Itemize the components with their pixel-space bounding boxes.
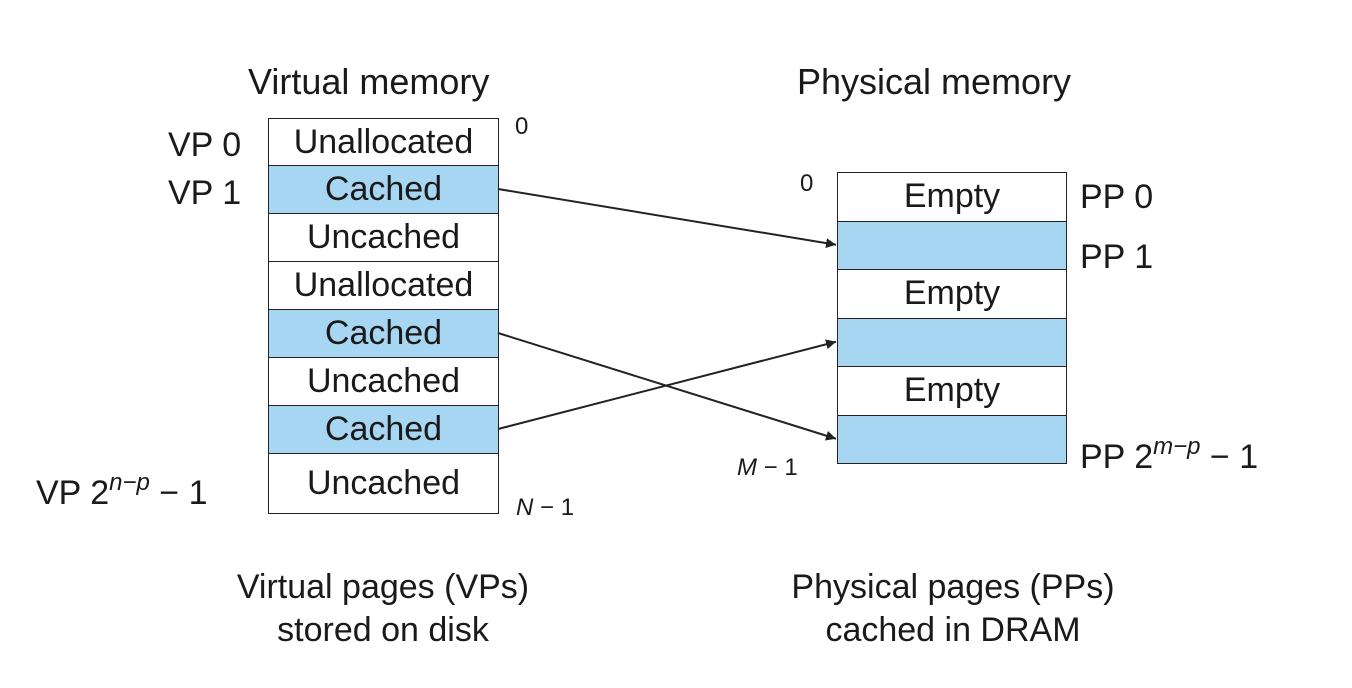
physical-caption: Physical pages (PPs) cached in DRAM (791, 568, 1115, 649)
vp-page-1: Cached (269, 166, 498, 214)
mapping-arrow-vp1-pp1 (497, 188, 837, 249)
vp0-label: VP 0 (168, 126, 242, 164)
pp-last-label: PP 2m−p − 1 (1080, 433, 1259, 476)
pp-page-4: Empty (838, 367, 1066, 416)
vp-page-2: Uncached (269, 214, 498, 262)
vp-page-0: Unallocated (269, 119, 498, 166)
vp-page-6: Cached (269, 406, 498, 454)
physical-addr-top: 0 (800, 170, 814, 197)
pp-page-5 (838, 415, 1066, 464)
virtual-memory-title: Virtual memory (248, 61, 490, 102)
vp-page-3: Unallocated (269, 262, 498, 310)
pp-page-2: Empty (838, 270, 1066, 319)
virtual-caption: Virtual pages (VPs) stored on disk (236, 568, 530, 649)
physical-addr-bottom: M − 1 (737, 454, 798, 481)
pp-page-3 (838, 318, 1066, 367)
pp-page-1 (838, 221, 1066, 270)
vp-page-7: Uncached (269, 454, 498, 514)
pp0-label: PP 0 (1080, 178, 1154, 216)
mapping-arrow-vp6-pp3 (497, 339, 837, 430)
virtual-addr-top: 0 (515, 113, 529, 140)
vp1-label: VP 1 (168, 174, 242, 212)
pp-page-0: Empty (838, 173, 1066, 222)
vp-page-4: Cached (269, 310, 498, 358)
pp1-label: PP 1 (1080, 238, 1154, 276)
physical-memory-title: Physical memory (797, 61, 1072, 102)
virtual-addr-bottom: N − 1 (516, 494, 575, 521)
vp-last-label: VP 2n−p − 1 (36, 469, 208, 512)
vp-page-5: Uncached (269, 358, 498, 406)
